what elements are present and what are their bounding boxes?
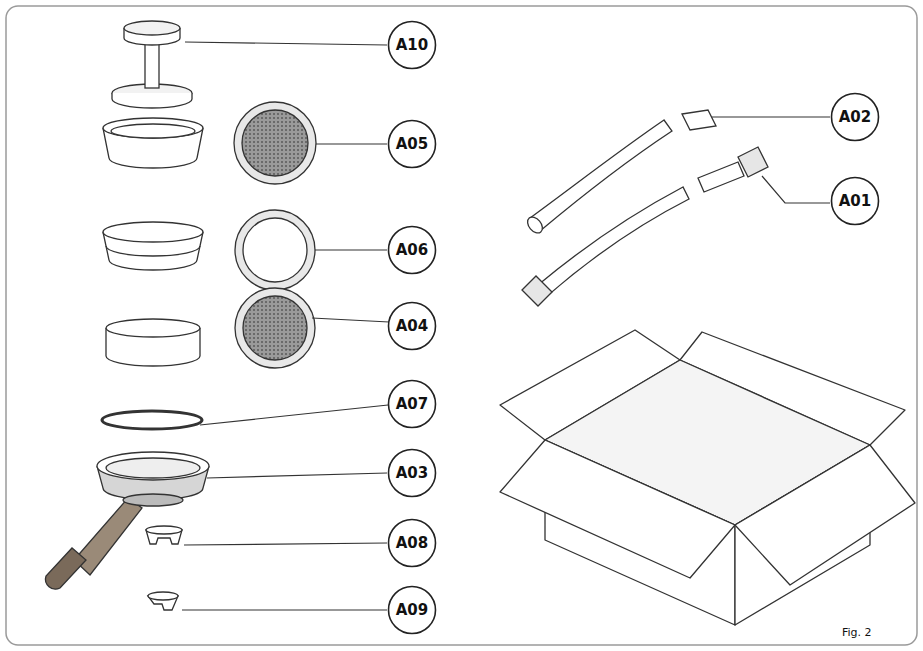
- spout-single: [148, 592, 178, 610]
- callout-number: A10: [396, 36, 428, 54]
- tamper: [112, 21, 192, 108]
- hose-piece: [698, 162, 744, 192]
- callout-ring: [389, 520, 436, 567]
- callout-circle: A06: [387, 225, 437, 275]
- leader-line: [712, 116, 830, 117]
- callout-ring: [389, 303, 436, 350]
- handle-collar: [74, 498, 142, 575]
- callout-circle: A02: [830, 92, 880, 142]
- bowl-base: [123, 494, 183, 506]
- callout-ring: [389, 121, 436, 168]
- callout-circle: A04: [387, 301, 437, 351]
- basket-ridge: [106, 246, 200, 256]
- spout-double: [146, 526, 182, 544]
- portafilter: [46, 452, 209, 589]
- callout-circle: A07: [387, 379, 437, 429]
- basket-inner: [111, 124, 195, 138]
- disc-rim: [235, 210, 315, 290]
- handle-grip: [46, 548, 86, 589]
- callout-number: A04: [396, 317, 428, 335]
- leader-line: [182, 609, 387, 610]
- leader-line: [316, 143, 387, 144]
- callout-ring: [832, 94, 879, 141]
- hose-end: [525, 214, 546, 236]
- disc-rim: [234, 102, 316, 184]
- filter-disc-a05: [234, 102, 316, 184]
- callout-ring: [389, 381, 436, 428]
- spout-top: [148, 592, 178, 600]
- tamper-base-side: [112, 93, 192, 108]
- callout-circle: A09: [387, 585, 437, 635]
- filter-basket-a05: [103, 118, 203, 168]
- leader-lines: [182, 42, 830, 610]
- supply-hose: [522, 147, 768, 306]
- callout-circle: A08: [387, 518, 437, 568]
- callout-circle: A01: [830, 176, 880, 226]
- filter-disc-a06: [235, 210, 315, 290]
- leader-line: [762, 176, 830, 203]
- shipping-box: [500, 330, 915, 625]
- callout-number: A03: [396, 464, 428, 482]
- tamper-top: [124, 21, 180, 35]
- filter-basket-a06: [103, 222, 203, 270]
- callout-circle: A03: [387, 448, 437, 498]
- callout-ring: [389, 450, 436, 497]
- leader-line: [312, 318, 389, 322]
- bowl-rim: [97, 452, 209, 480]
- disc-blind: [243, 218, 307, 282]
- disc-mesh: [243, 296, 307, 360]
- flap-front-left: [500, 440, 735, 578]
- leader-line: [200, 405, 388, 425]
- callout-ring: [832, 178, 879, 225]
- leader-line: [207, 473, 387, 478]
- figure-label: Fig. 2: [842, 626, 872, 639]
- frame-border: [6, 6, 917, 645]
- ring: [102, 411, 202, 429]
- leader-line: [185, 42, 387, 45]
- callout-circle: A10: [387, 20, 437, 70]
- callout-ring: [389, 587, 436, 634]
- filter-disc-a04: [235, 288, 315, 368]
- callout-number: A07: [396, 395, 428, 413]
- callout-circle: A05: [387, 119, 437, 169]
- bowl-inner: [106, 458, 200, 478]
- callout-number: A01: [839, 192, 871, 210]
- flap-front-right: [735, 445, 915, 585]
- hose-nut: [738, 147, 768, 177]
- drain-hose: [525, 110, 716, 236]
- leader-line: [184, 543, 387, 545]
- callout-number: A09: [396, 601, 428, 619]
- basket-rim: [103, 222, 203, 242]
- disc-rim: [235, 288, 315, 368]
- callout-number: A02: [839, 108, 871, 126]
- spout-top: [146, 526, 182, 534]
- hose-piece: [682, 110, 716, 130]
- hose-nut: [522, 276, 552, 306]
- filter-basket-a04: [106, 319, 200, 366]
- basket-rim: [103, 118, 203, 138]
- callout-number: A06: [396, 241, 428, 259]
- hose-body: [538, 187, 689, 297]
- gasket-ring: [102, 411, 202, 429]
- callout-ring: [389, 227, 436, 274]
- disc-mesh: [242, 110, 308, 176]
- callout-ring: [389, 22, 436, 69]
- callout-number: A05: [396, 135, 428, 153]
- leader-line: [315, 249, 387, 250]
- basket-rim: [106, 319, 200, 337]
- callout-number: A08: [396, 534, 428, 552]
